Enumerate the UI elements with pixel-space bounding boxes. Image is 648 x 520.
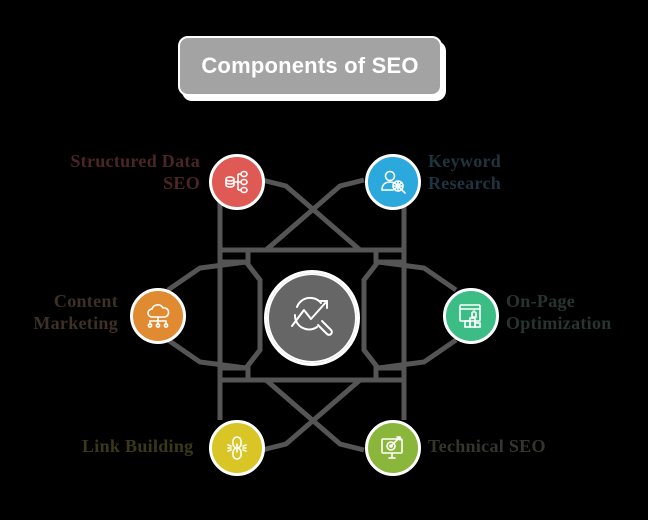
user-search-icon	[381, 170, 406, 194]
label-line: Marketing	[33, 313, 118, 333]
node-link-building	[209, 420, 265, 476]
cloud-network-icon	[147, 304, 170, 328]
label-technical-seo: Technical SEO	[428, 435, 546, 457]
label-on-page-optimization: On-Page Optimization	[506, 290, 612, 334]
label-line: Technical SEO	[428, 436, 546, 456]
connector-lb-cross	[261, 378, 362, 453]
chain-link-icon	[227, 436, 247, 460]
label-line: On-Page	[506, 291, 576, 311]
connector-ts-cross	[264, 378, 365, 453]
label-line: Keyword	[428, 151, 502, 171]
connector-op-loop	[361, 259, 458, 371]
node-keyword-research	[365, 154, 421, 210]
label-structured-data-seo: Structured Data SEO	[70, 150, 200, 194]
node-content-marketing	[130, 288, 186, 344]
label-line: Structured Data	[70, 151, 200, 171]
label-line: Optimization	[506, 313, 612, 333]
diagram-title-box: Components of SEO	[178, 36, 442, 96]
label-keyword-research: Keyword Research	[428, 150, 501, 194]
label-line: Content	[53, 291, 118, 311]
diagram-title: Components of SEO	[201, 53, 419, 78]
connector-kr-cross	[264, 177, 365, 252]
label-link-building: Link Building	[82, 435, 193, 457]
node-structured-data-seo	[209, 154, 265, 210]
webpage-ranking-icon	[459, 304, 481, 328]
node-technical-seo	[365, 420, 421, 476]
connector-sd-cross	[261, 177, 362, 252]
label-line: SEO	[163, 173, 200, 193]
node-on-page-optimization	[443, 288, 499, 344]
label-content-marketing: Content Marketing	[33, 290, 118, 334]
center-node	[264, 270, 360, 366]
analytics-search-icon	[291, 296, 333, 336]
connector-cm-loop	[166, 259, 263, 371]
label-line: Link Building	[82, 436, 194, 456]
database-hierarchy-icon	[225, 170, 248, 194]
monitor-target-icon	[381, 436, 403, 459]
label-line: Research	[428, 173, 502, 193]
